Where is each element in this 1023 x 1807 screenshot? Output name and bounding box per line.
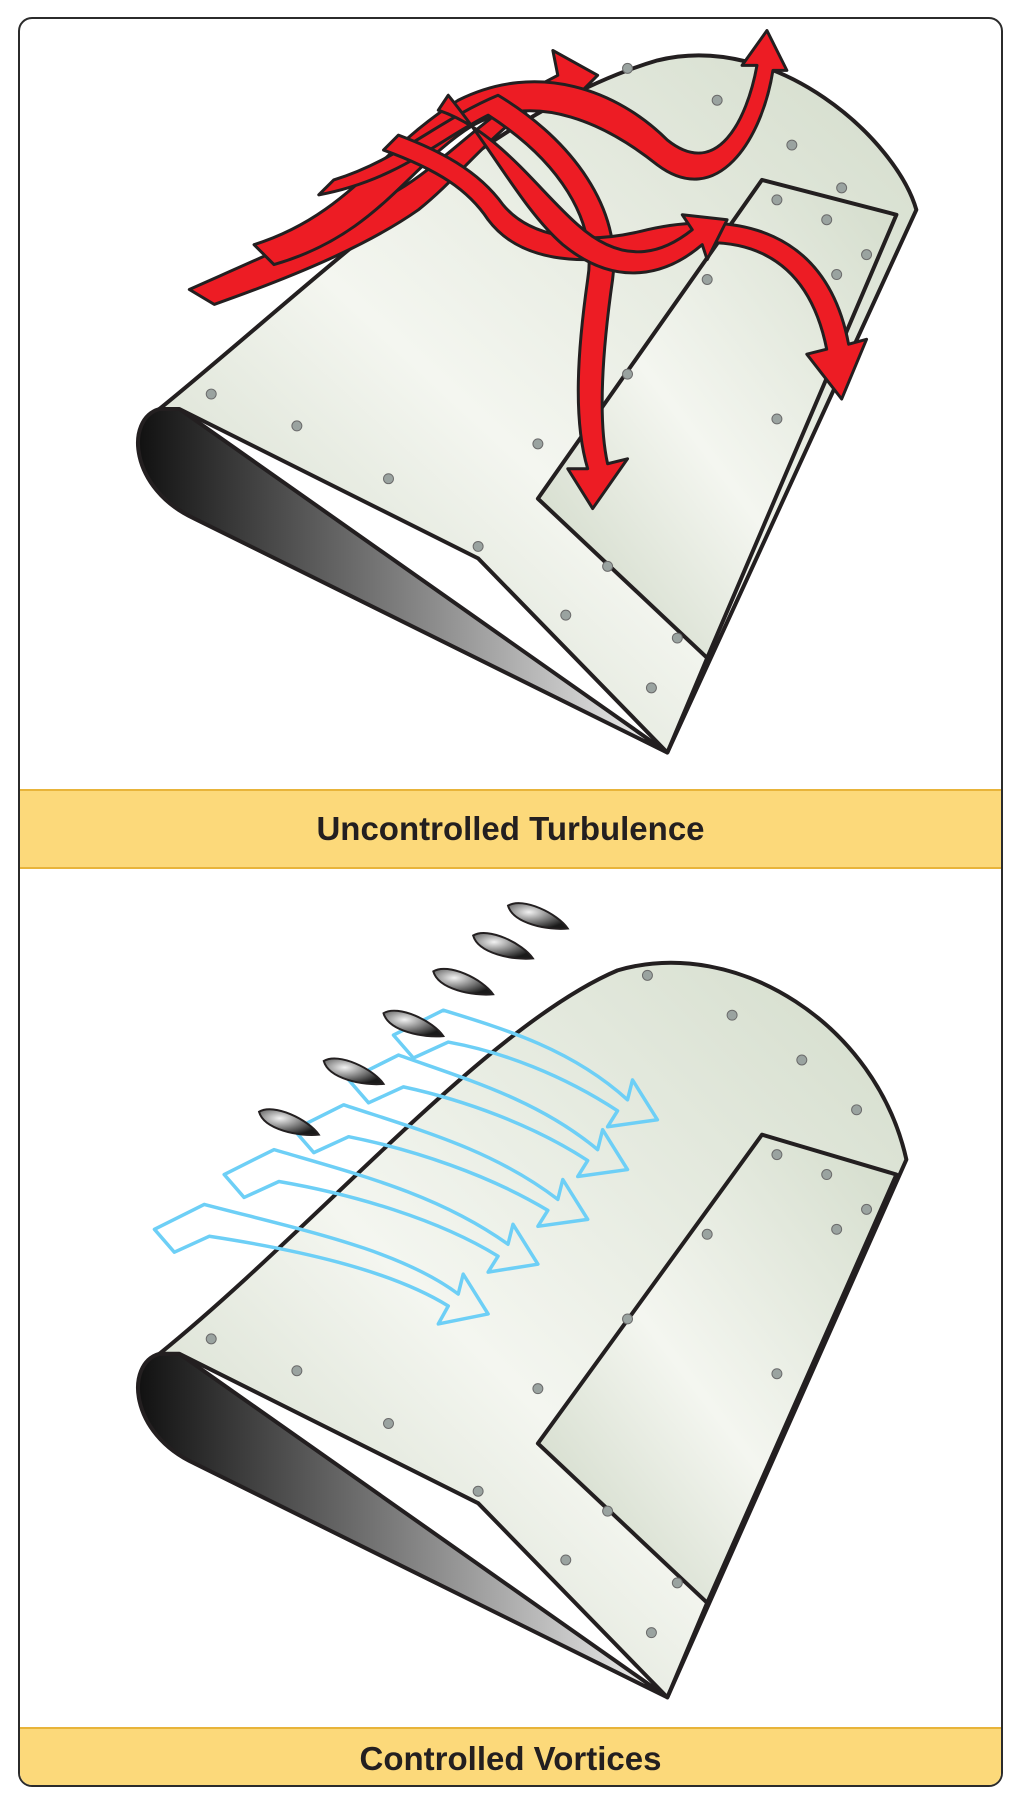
caption-controlled-vortices: Controlled Vortices [20, 1727, 1001, 1785]
caption-uncontrolled-turbulence: Uncontrolled Turbulence [20, 789, 1001, 869]
wing-section [136, 53, 919, 755]
caption-text: Controlled Vortices [359, 1740, 662, 1777]
vortex-illustration [20, 874, 1001, 1734]
vortex-generators [257, 902, 570, 1137]
turbulence-illustration [20, 19, 1001, 789]
vortex-flow-arrows [152, 1008, 660, 1326]
wing-section [136, 960, 909, 1700]
caption-text: Uncontrolled Turbulence [316, 810, 705, 847]
figure-frame: Uncontrolled Turbulence [18, 17, 1003, 1787]
turbulent-airflow-arrows [187, 29, 869, 511]
